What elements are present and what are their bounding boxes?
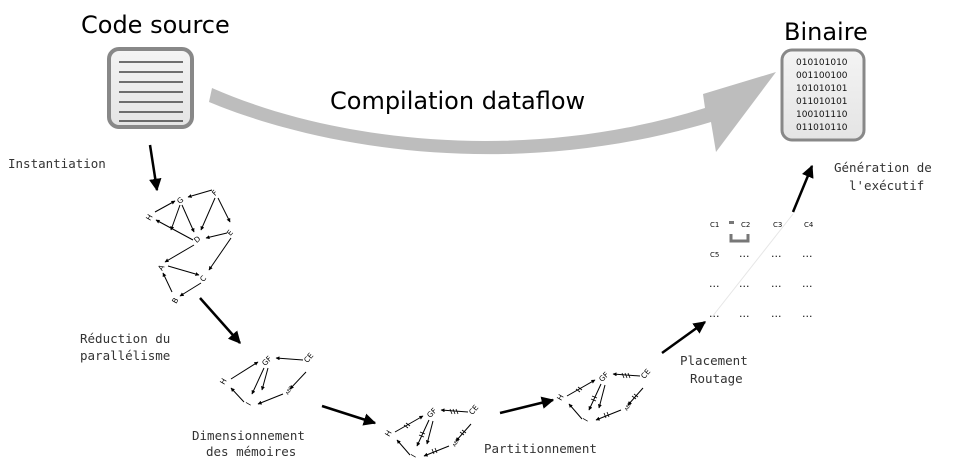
grid-ellipsis: ... <box>802 277 813 290</box>
step-reduction-label-line2: parallélisme <box>80 348 170 363</box>
node-label: H <box>383 429 394 438</box>
node-label: A <box>156 262 167 272</box>
grid-ellipsis: ... <box>709 277 720 290</box>
flow-arrow-partition <box>499 396 555 415</box>
node-label: CE <box>467 403 480 417</box>
dataflow-graph-partitioned: H GF CE I ABD <box>555 367 652 423</box>
node-label: GF <box>260 354 274 368</box>
node-label: CE <box>639 367 652 381</box>
binary-title: Binaire <box>784 18 868 46</box>
compilation-arrow <box>209 72 776 155</box>
source-code-title: Code source <box>81 11 230 39</box>
flow-arrow-placement <box>661 320 707 355</box>
node-label: F <box>210 188 219 197</box>
compilation-label: Compilation dataflow <box>330 87 585 115</box>
node-label: I <box>244 401 253 407</box>
dataflow-graph-reduced: H GF CE I ABD <box>218 351 315 407</box>
source-code-document-icon <box>107 47 194 129</box>
grid-ellipsis: ... <box>802 247 813 260</box>
step-dimension-label-line2: des mémoires <box>206 444 296 459</box>
node-label: H <box>555 393 566 402</box>
grid-ellipsis: ... <box>739 307 750 320</box>
flow-arrows <box>148 144 814 426</box>
node-label: H <box>218 377 229 386</box>
step-placement-label-line2: Routage <box>690 371 743 386</box>
binary-document-icon: 010101010 001100100 101010101 011010101 … <box>780 48 866 142</box>
flow-arrow-dimension <box>321 404 377 426</box>
grid-cell-c3: C3 <box>773 221 782 229</box>
binary-line: 100101110 <box>796 110 848 120</box>
dataflow-graph-memory-sized: H GF CE I ABD <box>383 403 480 459</box>
node-label: H <box>144 213 155 222</box>
grid-ellipsis: ... <box>771 277 782 290</box>
node-label: G <box>175 195 185 206</box>
node-label: C <box>198 274 208 284</box>
step-dimension-label-line1: Dimensionnement <box>192 428 305 443</box>
grid-cell-c4: C4 <box>804 221 814 229</box>
grid-ellipsis: ... <box>739 277 750 290</box>
step-generation-label-line2: l'exécutif <box>849 178 924 193</box>
node-label: ABD <box>452 436 462 448</box>
grid-ellipsis-cells: ... ... ... ... ... ... ... ... ... ... … <box>709 247 813 320</box>
step-partition-label: Partitionnement <box>484 441 597 456</box>
binary-line: 011010110 <box>796 123 848 133</box>
binary-line: 101010101 <box>796 84 848 94</box>
grid-ellipsis: ... <box>802 307 813 320</box>
node-label: I <box>581 417 590 423</box>
node-label: GF <box>425 406 439 420</box>
node-label: B <box>170 296 180 305</box>
grid-cell-c5: C5 <box>710 251 719 259</box>
step-generation-label-line1: Génération de <box>834 160 932 175</box>
node-label: I <box>409 453 418 459</box>
grid-ellipsis: ... <box>771 247 782 260</box>
node-label: GF <box>597 370 611 384</box>
binary-line: 010101010 <box>796 58 848 68</box>
flow-arrow-generation <box>791 164 814 213</box>
binary-line: 011010101 <box>796 97 848 107</box>
grid-route-segment <box>729 221 734 224</box>
node-label: ABD <box>285 384 295 396</box>
grid-cell-c1: C1 <box>710 221 719 229</box>
grid-ellipsis: ... <box>771 307 782 320</box>
node-label: E <box>225 228 235 238</box>
flow-arrow-instantiation <box>148 144 162 192</box>
binary-line: 001100100 <box>796 71 848 81</box>
placement-grid: C1 C2 C3 C4 C5 ... ... ... ... ... ... .… <box>709 213 814 320</box>
grid-ellipsis: ... <box>739 247 750 260</box>
step-reduction-label-line1: Réduction du <box>80 331 170 346</box>
flow-arrow-reduction <box>199 297 241 344</box>
node-label: ABD <box>624 400 634 412</box>
grid-faded-line <box>711 213 794 318</box>
node-label: D <box>192 234 202 245</box>
step-placement-label-line1: Placement <box>680 353 748 368</box>
node-label: CE <box>302 351 315 365</box>
grid-cell-c2: C2 <box>741 221 750 229</box>
grid-route-path <box>729 234 750 243</box>
dataflow-graph-instantiated: H G F D E A C B <box>144 188 235 305</box>
step-instantiation-label: Instantiation <box>8 156 106 171</box>
